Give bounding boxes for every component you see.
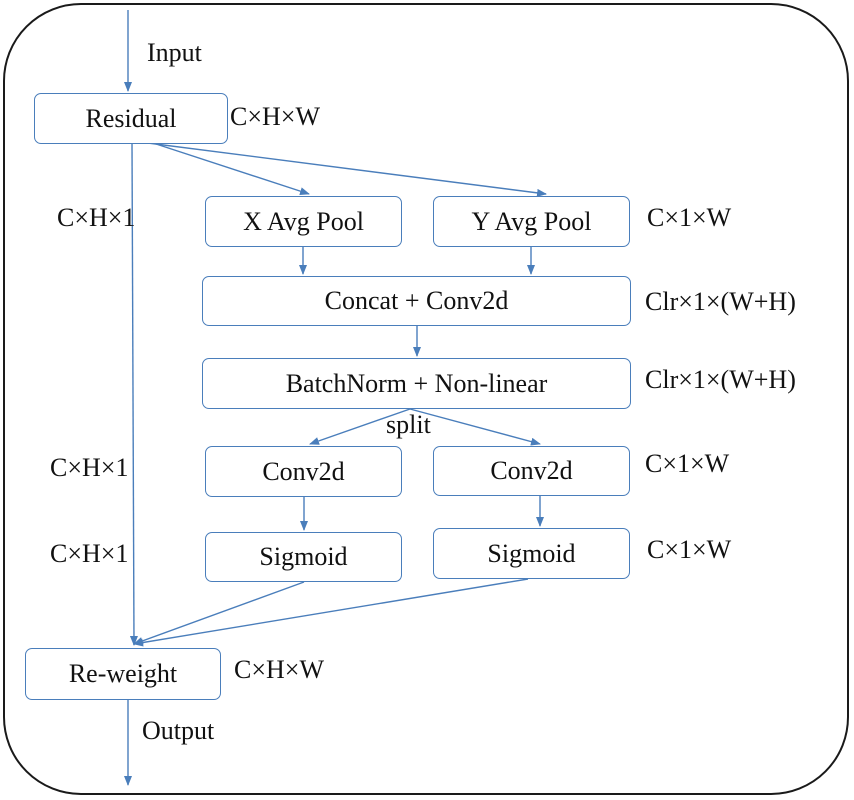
arrow-sigmoid-left-to-reweight: [133, 581, 305, 645]
conv-left-dims-label: C×H×1: [50, 453, 129, 482]
concat-conv2d-box: Concat + Conv2d: [202, 276, 631, 326]
arrow-split-to-conv-left: [309, 408, 411, 445]
input-label: Input: [147, 38, 202, 67]
x-avg-pool-box: X Avg Pool: [205, 196, 402, 247]
arrow-sigmoid-right-to-reweight: [133, 578, 529, 647]
y-avg-pool-box: Y Avg Pool: [433, 196, 630, 247]
residual-box: Residual: [34, 93, 228, 144]
batchnorm-nonlinear-box: BatchNorm + Non-linear: [202, 358, 631, 409]
reweight-dims-label: C×H×W: [234, 655, 324, 684]
y-pool-dims-label: C×1×W: [647, 203, 732, 232]
conv2d-left-box: Conv2d: [205, 446, 402, 497]
sigmoid-right-box: Sigmoid: [433, 528, 630, 579]
concat-dims-label: Clr×1×(W+H): [645, 287, 796, 316]
bn-dims-label: Clr×1×(W+H): [645, 365, 796, 394]
conv-right-dims-label: C×1×W: [645, 449, 730, 478]
sigmoid-right-dims-label: C×1×W: [647, 535, 732, 564]
arrow-residual-to-y-pool: [139, 141, 547, 197]
sigmoid-left-box: Sigmoid: [205, 532, 402, 582]
outer-frame: [3, 3, 849, 795]
sigmoid-left-dims-label: C×H×1: [50, 539, 129, 568]
conv2d-right-box: Conv2d: [433, 446, 630, 496]
residual-dims-label: C×H×W: [230, 102, 320, 131]
arrow-residual-to-reweight: [129, 142, 138, 646]
arrow-split-to-conv-right: [409, 408, 541, 446]
x-pool-dims-label: C×H×1: [57, 203, 136, 232]
split-label: split: [386, 410, 431, 439]
arrow-residual-to-x-pool: [149, 141, 310, 196]
reweight-box: Re-weight: [25, 648, 221, 700]
output-label: Output: [142, 716, 215, 745]
